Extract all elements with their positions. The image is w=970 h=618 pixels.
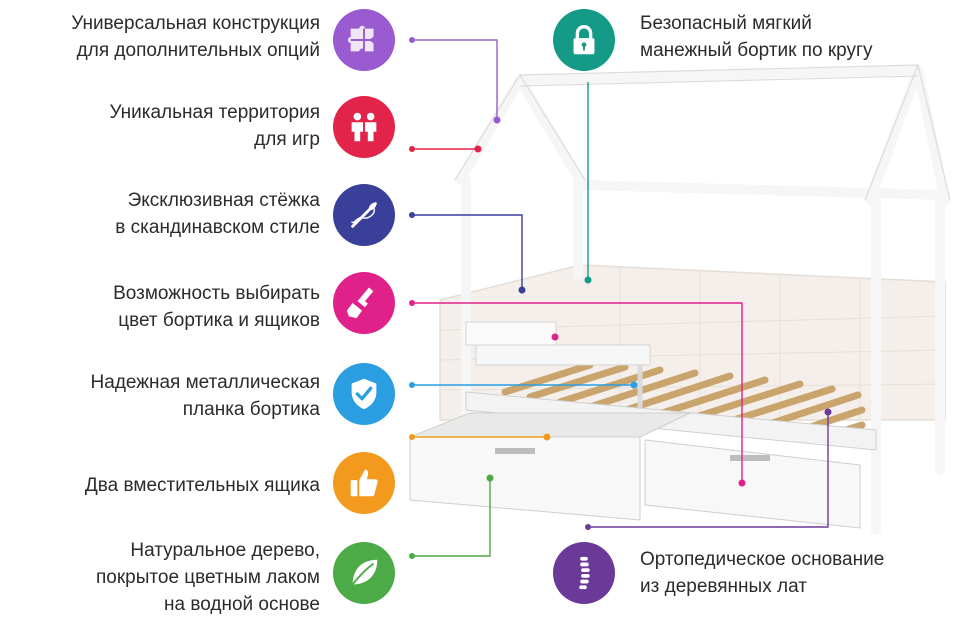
feature-wood-label: Натуральное дерево, покрытое цветным лак…	[96, 537, 320, 618]
feature-play-line-1: Уникальная территория	[109, 102, 320, 123]
feature-safe-line-1: Безопасный мягкий	[640, 13, 812, 34]
feature-drawers-line-1: Два вместительных ящика	[84, 475, 320, 496]
needle-icon	[333, 184, 395, 246]
feature-stitch-line-2: в скандинавском стиле	[115, 217, 320, 238]
leaf-icon	[333, 542, 395, 604]
thumbs-up-icon	[333, 452, 395, 514]
drawer-right	[644, 439, 861, 529]
spine-icon	[553, 542, 615, 604]
feature-ortho-line-1: Ортопедическое основание	[640, 549, 885, 570]
feature-rail-line-2: планка бортика	[182, 399, 320, 420]
feature-ortho-line-2: из деревянных лат	[640, 576, 807, 597]
feature-universal-line-2: для дополнительных опций	[76, 40, 320, 61]
feature-ortho-label: Ортопедическое основание из деревянных л…	[640, 546, 884, 600]
feature-universal-label: Универсальная конструкция для дополнител…	[71, 10, 320, 64]
paintbrush-icon	[333, 272, 395, 334]
shield-check-icon	[333, 363, 395, 425]
feature-safe-label: Безопасный мягкий манежный бортик по кру…	[640, 10, 872, 64]
feature-safe-line-2: манежный бортик по кругу	[640, 40, 873, 61]
lock-icon	[553, 9, 615, 71]
feature-play-line-2: для игр	[254, 129, 320, 150]
feature-wood-line-2: покрытое цветным лаком	[96, 567, 320, 588]
feature-universal-line-1: Универсальная конструкция	[71, 13, 320, 34]
feature-rail-line-1: Надежная металлическая	[90, 372, 320, 393]
feature-wood-line-3: на водной основе	[164, 594, 320, 615]
feature-color-line-2: цвет бортика и ящиков	[118, 310, 320, 331]
feature-play-label: Уникальная территория для игр	[109, 99, 320, 153]
house-frame	[455, 65, 950, 535]
children-icon	[333, 96, 395, 158]
puzzle-icon	[333, 9, 395, 71]
feature-rail-label: Надежная металлическая планка бортика	[91, 369, 320, 423]
feature-stitch-line-1: Эксклюзивная стёжка	[127, 190, 320, 211]
feature-wood-line-1: Натуральное дерево,	[130, 540, 320, 561]
feature-stitch-label: Эксклюзивная стёжка в скандинавском стил…	[115, 187, 320, 241]
feature-color-label: Возможность выбирать цвет бортика и ящик…	[113, 280, 320, 334]
feature-drawers-label: Два вместительных ящика	[85, 472, 320, 499]
feature-color-line-1: Возможность выбирать	[113, 283, 320, 304]
